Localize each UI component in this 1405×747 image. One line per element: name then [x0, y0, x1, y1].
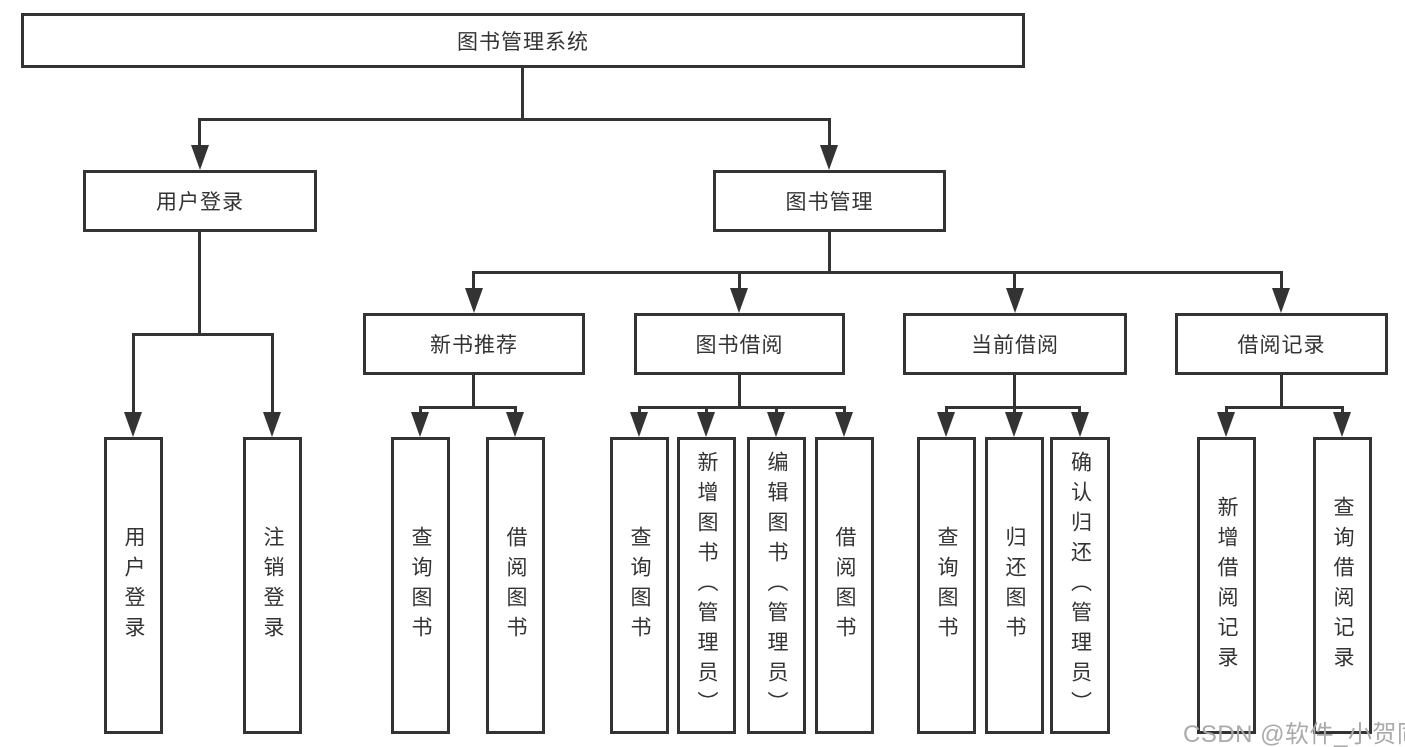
connector-leaf-drop	[1341, 406, 1344, 415]
connector-leaf-drop	[775, 406, 778, 415]
arrowhead-down-icon	[1217, 412, 1235, 437]
connector-book-mgmt-drop	[828, 118, 831, 148]
connector-leaf-drop	[638, 406, 641, 415]
arrowhead-down-icon	[1071, 412, 1089, 437]
csdn-watermark: CSDN @软件_小贺同学	[1183, 721, 1405, 747]
arrowhead-down-icon	[1272, 288, 1290, 313]
arrowhead-down-icon	[124, 412, 142, 437]
leaf-current-return-book: 归还图书	[985, 437, 1044, 734]
leaf-borrow-borrow-book: 借阅图书	[815, 437, 874, 734]
connector-records-rail	[1225, 406, 1344, 409]
connector-level3-drop	[738, 271, 741, 291]
connector-leaf-drop	[1013, 406, 1016, 415]
connector-leaf-drop	[271, 333, 274, 415]
node-new-book-recommend: 新书推荐	[363, 313, 585, 375]
connector-level3-drop	[1013, 271, 1016, 291]
leaf-borrow-edit-book-admin: 编辑图书（管理员）	[747, 437, 806, 734]
leaf-records-query-record: 查询借阅记录	[1313, 437, 1372, 734]
connector-level3-drop	[1280, 271, 1283, 291]
leaf-recommend-borrow-book: 借阅图书	[486, 437, 545, 734]
connector-leaf-drop	[1225, 406, 1228, 415]
connector-current-stem	[1013, 374, 1016, 409]
arrowhead-down-icon	[630, 412, 648, 437]
arrowhead-down-icon	[465, 288, 483, 313]
leaf-logout-login: 注销登录	[243, 437, 302, 734]
connector-book-mgmt-stem	[828, 232, 831, 274]
connector-user-login-stem	[198, 232, 201, 336]
connector-user-login-drop	[198, 118, 201, 148]
arrowhead-down-icon	[730, 288, 748, 313]
arrowhead-down-icon	[937, 412, 955, 437]
node-user-login: 用户登录	[83, 170, 317, 232]
connector-records-stem	[1280, 374, 1283, 409]
connector-root-stem	[521, 68, 524, 121]
node-library-system: 图书管理系统	[21, 13, 1025, 68]
leaf-recommend-query-book: 查询图书	[391, 437, 450, 734]
node-book-management: 图书管理	[713, 170, 946, 232]
arrowhead-down-icon	[1005, 412, 1023, 437]
leaf-records-add-record: 新增借阅记录	[1197, 437, 1256, 734]
arrowhead-down-icon	[506, 412, 524, 437]
node-current-borrow: 当前借阅	[903, 313, 1127, 375]
connector-leaf-drop	[514, 406, 517, 415]
leaf-borrow-add-book-admin: 新增图书（管理员）	[677, 437, 736, 734]
arrowhead-down-icon	[820, 145, 838, 170]
connector-borrow-rail	[638, 406, 846, 409]
leaf-user-login: 用户登录	[104, 437, 163, 734]
connector-level3-drop	[472, 271, 475, 291]
arrowhead-down-icon	[835, 412, 853, 437]
connector-leaf-drop	[132, 333, 135, 415]
arrowhead-down-icon	[767, 412, 785, 437]
connector-leaf-drop	[419, 406, 422, 415]
arrowhead-down-icon	[1333, 412, 1351, 437]
arrowhead-down-icon	[263, 412, 281, 437]
arrowhead-down-icon	[1006, 288, 1024, 313]
node-book-borrow: 图书借阅	[634, 313, 845, 375]
connector-level2-rail	[198, 118, 831, 121]
leaf-borrow-query-book: 查询图书	[610, 437, 669, 734]
connector-newbook-stem	[472, 374, 475, 409]
leaf-current-query-book: 查询图书	[917, 437, 976, 734]
connector-newbook-rail	[419, 406, 517, 409]
connector-leaf-drop	[1078, 406, 1081, 415]
connector-leaf-drop	[945, 406, 948, 415]
node-borrow-records: 借阅记录	[1175, 313, 1388, 375]
connector-user-login-rail	[132, 333, 274, 336]
arrowhead-down-icon	[411, 412, 429, 437]
arrowhead-down-icon	[191, 145, 209, 170]
arrowhead-down-icon	[697, 412, 715, 437]
connector-leaf-drop	[705, 406, 708, 415]
connector-borrow-stem	[738, 374, 741, 409]
connector-level3-rail	[472, 271, 1283, 274]
leaf-current-confirm-return-admin: 确认归还（管理员）	[1050, 437, 1110, 734]
connector-leaf-drop	[843, 406, 846, 415]
